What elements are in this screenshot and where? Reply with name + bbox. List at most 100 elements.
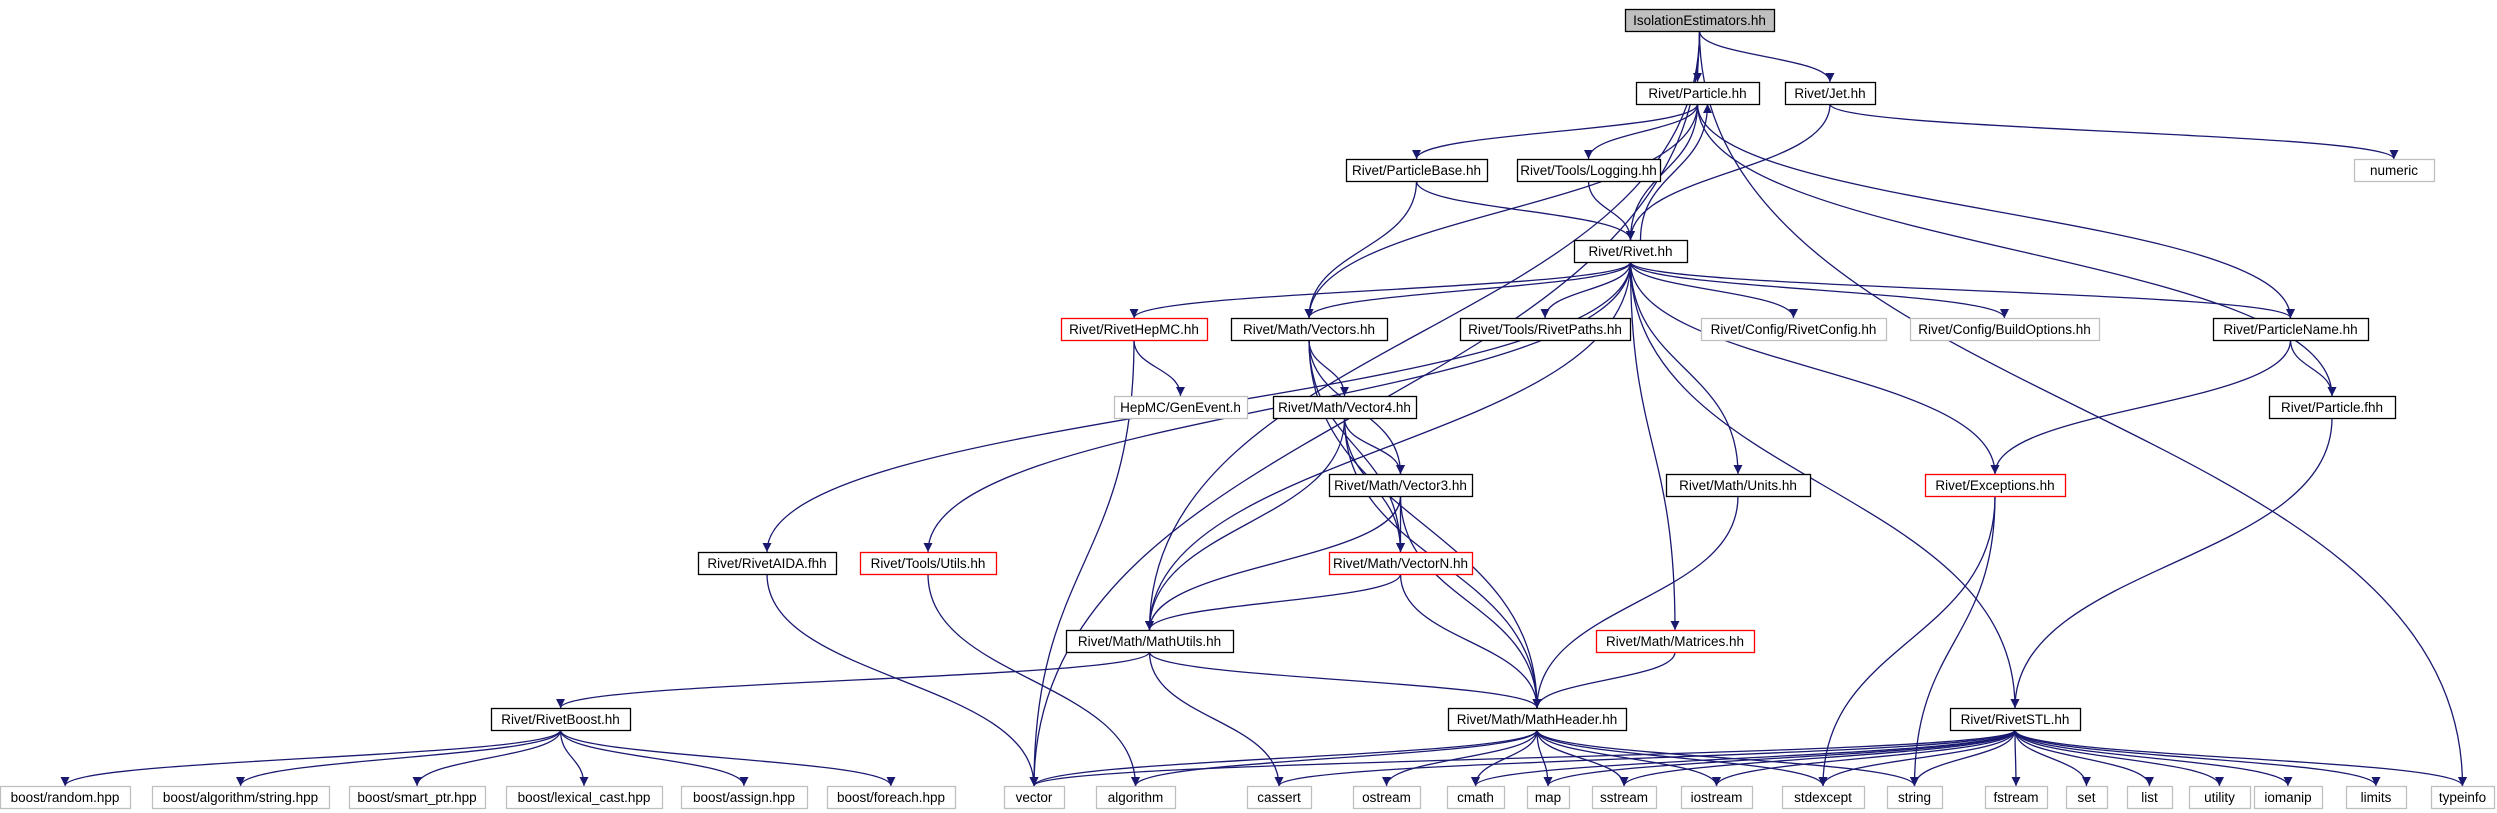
node-numeric: numeric bbox=[2353, 158, 2436, 183]
node-vector4_hh[interactable]: Rivet/Math/Vector4.hh bbox=[1272, 395, 1418, 420]
node-buildoptions_hh: Rivet/Config/BuildOptions.hh bbox=[1909, 317, 2101, 342]
node-rivetpaths_hh[interactable]: Rivet/Tools/RivetPaths.hh bbox=[1459, 317, 1632, 342]
node-label: boost/algorithm/string.hpp bbox=[163, 790, 318, 805]
node-box bbox=[1446, 785, 1506, 810]
node-box bbox=[1984, 785, 2049, 810]
node-box bbox=[1949, 707, 2082, 732]
edge-jet_hh-to-numeric bbox=[1829, 103, 2399, 160]
edge-logging_hh-to-rivet_hh bbox=[1587, 180, 1635, 241]
edge-mathutils_hh-to-cassert bbox=[1148, 651, 1284, 787]
edge-rivetboost_hh-to-boost_assign bbox=[559, 729, 749, 787]
edge-utils_hh-to-algorithm bbox=[927, 573, 1140, 787]
edge-rivethepmc_hh-to-genevent_h bbox=[1133, 339, 1185, 397]
node-label: Rivet/Math/Matrices.hh bbox=[1606, 634, 1744, 649]
node-box bbox=[1784, 81, 1877, 106]
node-rivetconfig_hh: Rivet/Config/RivetConfig.hh bbox=[1700, 317, 1888, 342]
edge-root-to-jet_hh bbox=[1698, 30, 1835, 83]
node-vectorn_hh[interactable]: Rivet/Math/VectorN.hh bbox=[1328, 551, 1474, 576]
node-label: boost/lexical_cast.hpp bbox=[518, 790, 651, 805]
edge-rivet_hh-to-particlename_hh bbox=[1629, 261, 2295, 319]
node-rivetboost_hh[interactable]: Rivet/RivetBoost.hh bbox=[490, 707, 632, 732]
node-box bbox=[2065, 785, 2109, 810]
node-box bbox=[1272, 395, 1418, 420]
node-boost_foreach: boost/foreach.hpp bbox=[826, 785, 957, 810]
edge-mathutils_hh-to-rivetboost_hh bbox=[556, 651, 1151, 709]
edge-mathheader_hh-to-stdexcept bbox=[1536, 729, 1828, 787]
node-units_hh[interactable]: Rivet/Math/Units.hh bbox=[1665, 473, 1812, 498]
node-rivetaida_fhh[interactable]: Rivet/RivetAIDA.fhh bbox=[697, 551, 838, 576]
node-vectors_hh[interactable]: Rivet/Math/Vectors.hh bbox=[1230, 317, 1389, 342]
node-utility: utility bbox=[2188, 785, 2252, 810]
node-box bbox=[1781, 785, 1866, 810]
node-label: Rivet/RivetSTL.hh bbox=[1961, 712, 2070, 727]
node-particlebase_hh[interactable]: Rivet/ParticleBase.hh bbox=[1345, 158, 1489, 183]
edge-jet_hh-to-rivet_hh bbox=[1626, 103, 1831, 241]
node-box bbox=[2268, 395, 2397, 420]
node-label: Rivet/Tools/RivetPaths.hh bbox=[1468, 322, 1622, 337]
node-box bbox=[1113, 395, 1249, 420]
edge-rivethepmc_hh-to-vector bbox=[1029, 339, 1135, 787]
node-label: numeric bbox=[2370, 163, 2418, 178]
node-box bbox=[1595, 629, 1756, 654]
node-boost_smart_ptr: boost/smart_ptr.hpp bbox=[348, 785, 487, 810]
node-label: Rivet/RivetBoost.hh bbox=[501, 712, 620, 727]
node-particlename_hh[interactable]: Rivet/ParticleName.hh bbox=[2212, 317, 2370, 342]
edge-mathutils_hh-to-mathheader_hh bbox=[1148, 651, 1542, 709]
node-utils_hh[interactable]: Rivet/Tools/Utils.hh bbox=[859, 551, 998, 576]
node-box bbox=[1573, 239, 1689, 264]
node-box bbox=[2212, 317, 2370, 342]
node-label: Rivet/Particle.fhh bbox=[2281, 400, 2383, 415]
node-set: set bbox=[2065, 785, 2109, 810]
node-label: Rivet/Tools/Utils.hh bbox=[871, 556, 986, 571]
node-matrices_hh[interactable]: Rivet/Math/Matrices.hh bbox=[1595, 629, 1756, 654]
node-label: Rivet/ParticleName.hh bbox=[2223, 322, 2357, 337]
edge-rivetstl_hh-to-stdexcept bbox=[1818, 729, 2016, 787]
edge-exceptions_hh-to-stdexcept bbox=[1818, 495, 1996, 787]
node-logging_hh[interactable]: Rivet/Tools/Logging.hh bbox=[1516, 158, 1662, 183]
node-boost_random: boost/random.hpp bbox=[0, 785, 132, 810]
edge-rivetstl_hh-to-limits bbox=[2014, 729, 2381, 787]
node-mathheader_hh[interactable]: Rivet/Math/MathHeader.hh bbox=[1447, 707, 1628, 732]
edge-layer bbox=[60, 30, 2467, 787]
node-vector3_hh[interactable]: Rivet/Math/Vector3.hh bbox=[1328, 473, 1474, 498]
node-rivet_hh[interactable]: Rivet/Rivet.hh bbox=[1573, 239, 1689, 264]
edge-vector4_hh-to-mathutils_hh bbox=[1145, 417, 1346, 631]
node-algorithm: algorithm bbox=[1095, 785, 1177, 810]
node-exceptions_hh[interactable]: Rivet/Exceptions.hh bbox=[1924, 473, 2067, 498]
edge-units_hh-to-mathheader_hh bbox=[1532, 495, 1739, 709]
edge-particle_hh-to-particlebase_hh bbox=[1412, 103, 1699, 160]
node-label: cmath bbox=[1457, 790, 1494, 805]
node-label: limits bbox=[2361, 790, 2392, 805]
node-particle_hh[interactable]: Rivet/Particle.hh bbox=[1635, 81, 1761, 106]
node-box bbox=[697, 551, 838, 576]
edge-rivetstl_hh-to-list bbox=[2014, 729, 2154, 787]
edge-rivetstl_hh-to-vector bbox=[1029, 729, 2016, 787]
node-label: algorithm bbox=[1108, 790, 1164, 805]
edge-vectorn_hh-to-mathheader_hh bbox=[1399, 573, 1542, 709]
node-box bbox=[505, 785, 664, 810]
node-jet_hh[interactable]: Rivet/Jet.hh bbox=[1784, 81, 1877, 106]
node-box bbox=[151, 785, 331, 810]
edge-vector4_hh-to-vector3_hh bbox=[1343, 417, 1405, 475]
edge-exceptions_hh-to-string bbox=[1910, 495, 1996, 787]
edge-root-to-typeinfo bbox=[1698, 30, 2467, 787]
node-root[interactable]: IsolationEstimators.hh bbox=[1624, 8, 1776, 33]
edge-particle_hh-to-logging_hh bbox=[1584, 103, 1699, 160]
node-iostream: iostream bbox=[1680, 785, 1754, 810]
node-box bbox=[1246, 785, 1313, 810]
edge-mathheader_hh-to-ostream bbox=[1382, 729, 1538, 787]
node-label: Rivet/Jet.hh bbox=[1794, 86, 1865, 101]
edge-rivetstl_hh-to-utility bbox=[2014, 729, 2224, 787]
node-box bbox=[1924, 473, 2067, 498]
node-label: boost/smart_ptr.hpp bbox=[357, 790, 476, 805]
node-mathutils_hh[interactable]: Rivet/Math/MathUtils.hh bbox=[1065, 629, 1235, 654]
node-box bbox=[1516, 158, 1662, 183]
node-label: Rivet/Math/Vector3.hh bbox=[1334, 478, 1467, 493]
node-particle_fhh[interactable]: Rivet/Particle.fhh bbox=[2268, 395, 2397, 420]
node-rivetstl_hh[interactable]: Rivet/RivetSTL.hh bbox=[1949, 707, 2082, 732]
edge-rivet_hh-to-buildoptions_hh bbox=[1629, 261, 2009, 319]
node-rivethepmc_hh[interactable]: Rivet/RivetHepMC.hh bbox=[1060, 317, 1209, 342]
node-typeinfo: typeinfo bbox=[2430, 785, 2496, 810]
